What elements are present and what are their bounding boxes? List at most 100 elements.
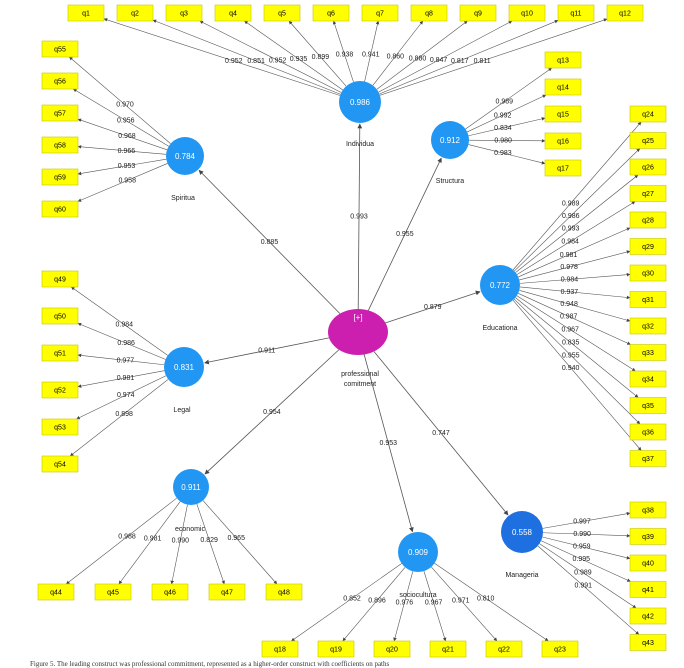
loading-label-q46: 0.990 [172, 537, 190, 544]
loading-arrow-q43 [537, 545, 640, 635]
loading-arrow-q60 [77, 163, 168, 202]
indicator-box-q3: q3 [165, 4, 203, 22]
path-coefficient-spiritua: 0.885 [261, 239, 279, 246]
loading-arrow-q55 [69, 56, 171, 144]
indicator-rect [41, 307, 79, 325]
path-arrow-spiritua [198, 169, 341, 314]
loading-label-q59: 0.953 [118, 163, 136, 170]
indicator-box-q55: q55 [41, 40, 79, 58]
indicator-rect [629, 344, 667, 361]
indicator-label: q35 [642, 403, 654, 410]
loading-label-q49: 0.984 [116, 322, 134, 329]
path-arrow-legal [204, 337, 330, 365]
indicator-box-q53: q53 [41, 418, 79, 436]
loading-arrow-q13 [465, 67, 552, 130]
loading-label-q26: 0.993 [562, 226, 580, 233]
indicator-box-q13: q13 [544, 51, 582, 69]
indicator-label: q16 [557, 139, 569, 146]
construct-circle [164, 347, 204, 387]
indicator-box-q19: q19 [317, 640, 355, 658]
indicator-box-q17: q17 [544, 159, 582, 177]
loading-label-q18: 0.852 [343, 595, 361, 602]
indicator-label: q11 [570, 11, 581, 18]
indicator-box-q20: q20 [373, 640, 411, 658]
loading-label-q23: 0.810 [477, 595, 495, 602]
loading-arrow-q58 [77, 145, 167, 155]
loading-label-q16: 0.980 [494, 137, 512, 144]
loading-arrow-q56 [73, 88, 169, 147]
loading-arrow-q20 [393, 571, 414, 642]
indicator-rect [557, 4, 595, 22]
indicator-label: q39 [642, 534, 654, 541]
loading-label-q13: 0.989 [496, 99, 514, 106]
loading-label-q10: 0.847 [430, 57, 448, 64]
loading-label-q21: 0.967 [425, 600, 443, 607]
construct-circle [480, 265, 520, 305]
indicator-box-q30: q30 [629, 264, 667, 282]
indicator-box-q21: q21 [429, 640, 467, 658]
construct-name: Educationa [482, 325, 517, 332]
loading-arrow-q16 [468, 139, 546, 143]
indicator-rect [41, 168, 79, 186]
path-coefficient-educationa: 0.879 [424, 304, 442, 311]
indicator-label: q48 [278, 590, 290, 597]
loading-label-q1: 0.952 [225, 58, 243, 65]
indicator-box-q18: q18 [261, 640, 299, 658]
indicator-box-q36: q36 [629, 423, 667, 441]
indicator-box-q37: q37 [629, 450, 667, 467]
indicator-rect [485, 640, 523, 658]
loading-arrow-q33 [518, 293, 631, 345]
loading-label-q27: 0.984 [561, 239, 579, 246]
loading-arrow-q52 [77, 370, 165, 388]
construct-r2-value: 0.558 [512, 528, 533, 537]
loading-label-q48: 0.965 [227, 535, 245, 542]
indicator-label: q36 [642, 430, 654, 437]
indicator-rect [629, 554, 667, 572]
indicator-box-q45: q45 [94, 583, 132, 601]
indicator-box-q43: q43 [629, 634, 667, 651]
path-arrow-manageria [373, 351, 509, 516]
indicator-box-q10: q10 [508, 4, 546, 22]
indicator-rect [629, 158, 667, 176]
loading-arrow-q2 [152, 19, 341, 95]
indicator-box-q8: q8 [410, 4, 448, 22]
indicator-rect [544, 51, 582, 69]
loading-label-q37: 0.940 [562, 365, 580, 372]
indicator-label: q13 [557, 58, 569, 65]
loading-arrow-q11 [379, 19, 559, 95]
loading-arrow-q46 [170, 504, 188, 585]
loading-label-q60: 0.958 [118, 177, 136, 184]
indicator-box-q59: q59 [41, 168, 79, 186]
indicator-box-q39: q39 [629, 528, 667, 545]
indicator-label: q40 [642, 561, 654, 568]
loading-arrow-q29 [519, 250, 631, 281]
indicator-rect [265, 583, 303, 601]
indicator-rect [629, 501, 667, 519]
indicator-rect [629, 581, 667, 598]
indicator-rect [94, 583, 132, 601]
indicator-box-q44: q44 [37, 583, 75, 601]
indicator-label: q45 [107, 590, 119, 597]
indicator-box-q15: q15 [544, 105, 582, 123]
indicator-rect [165, 4, 203, 22]
indicator-rect [41, 72, 79, 90]
indicator-label: q30 [642, 271, 654, 278]
loading-arrow-q37 [512, 300, 642, 451]
indicator-rect [629, 132, 667, 149]
indicator-label: q20 [386, 647, 398, 654]
loading-arrow-q1 [103, 18, 341, 96]
indicator-box-q7: q7 [361, 4, 399, 22]
indicator-rect [67, 4, 105, 22]
loading-arrow-q40 [542, 536, 631, 560]
indicator-rect [261, 640, 299, 658]
indicator-label: q21 [442, 647, 454, 654]
loading-label-q31: 0.937 [561, 289, 579, 296]
indicator-label: q26 [642, 165, 654, 172]
loading-arrow-q9 [376, 20, 468, 90]
indicator-rect [37, 583, 75, 601]
